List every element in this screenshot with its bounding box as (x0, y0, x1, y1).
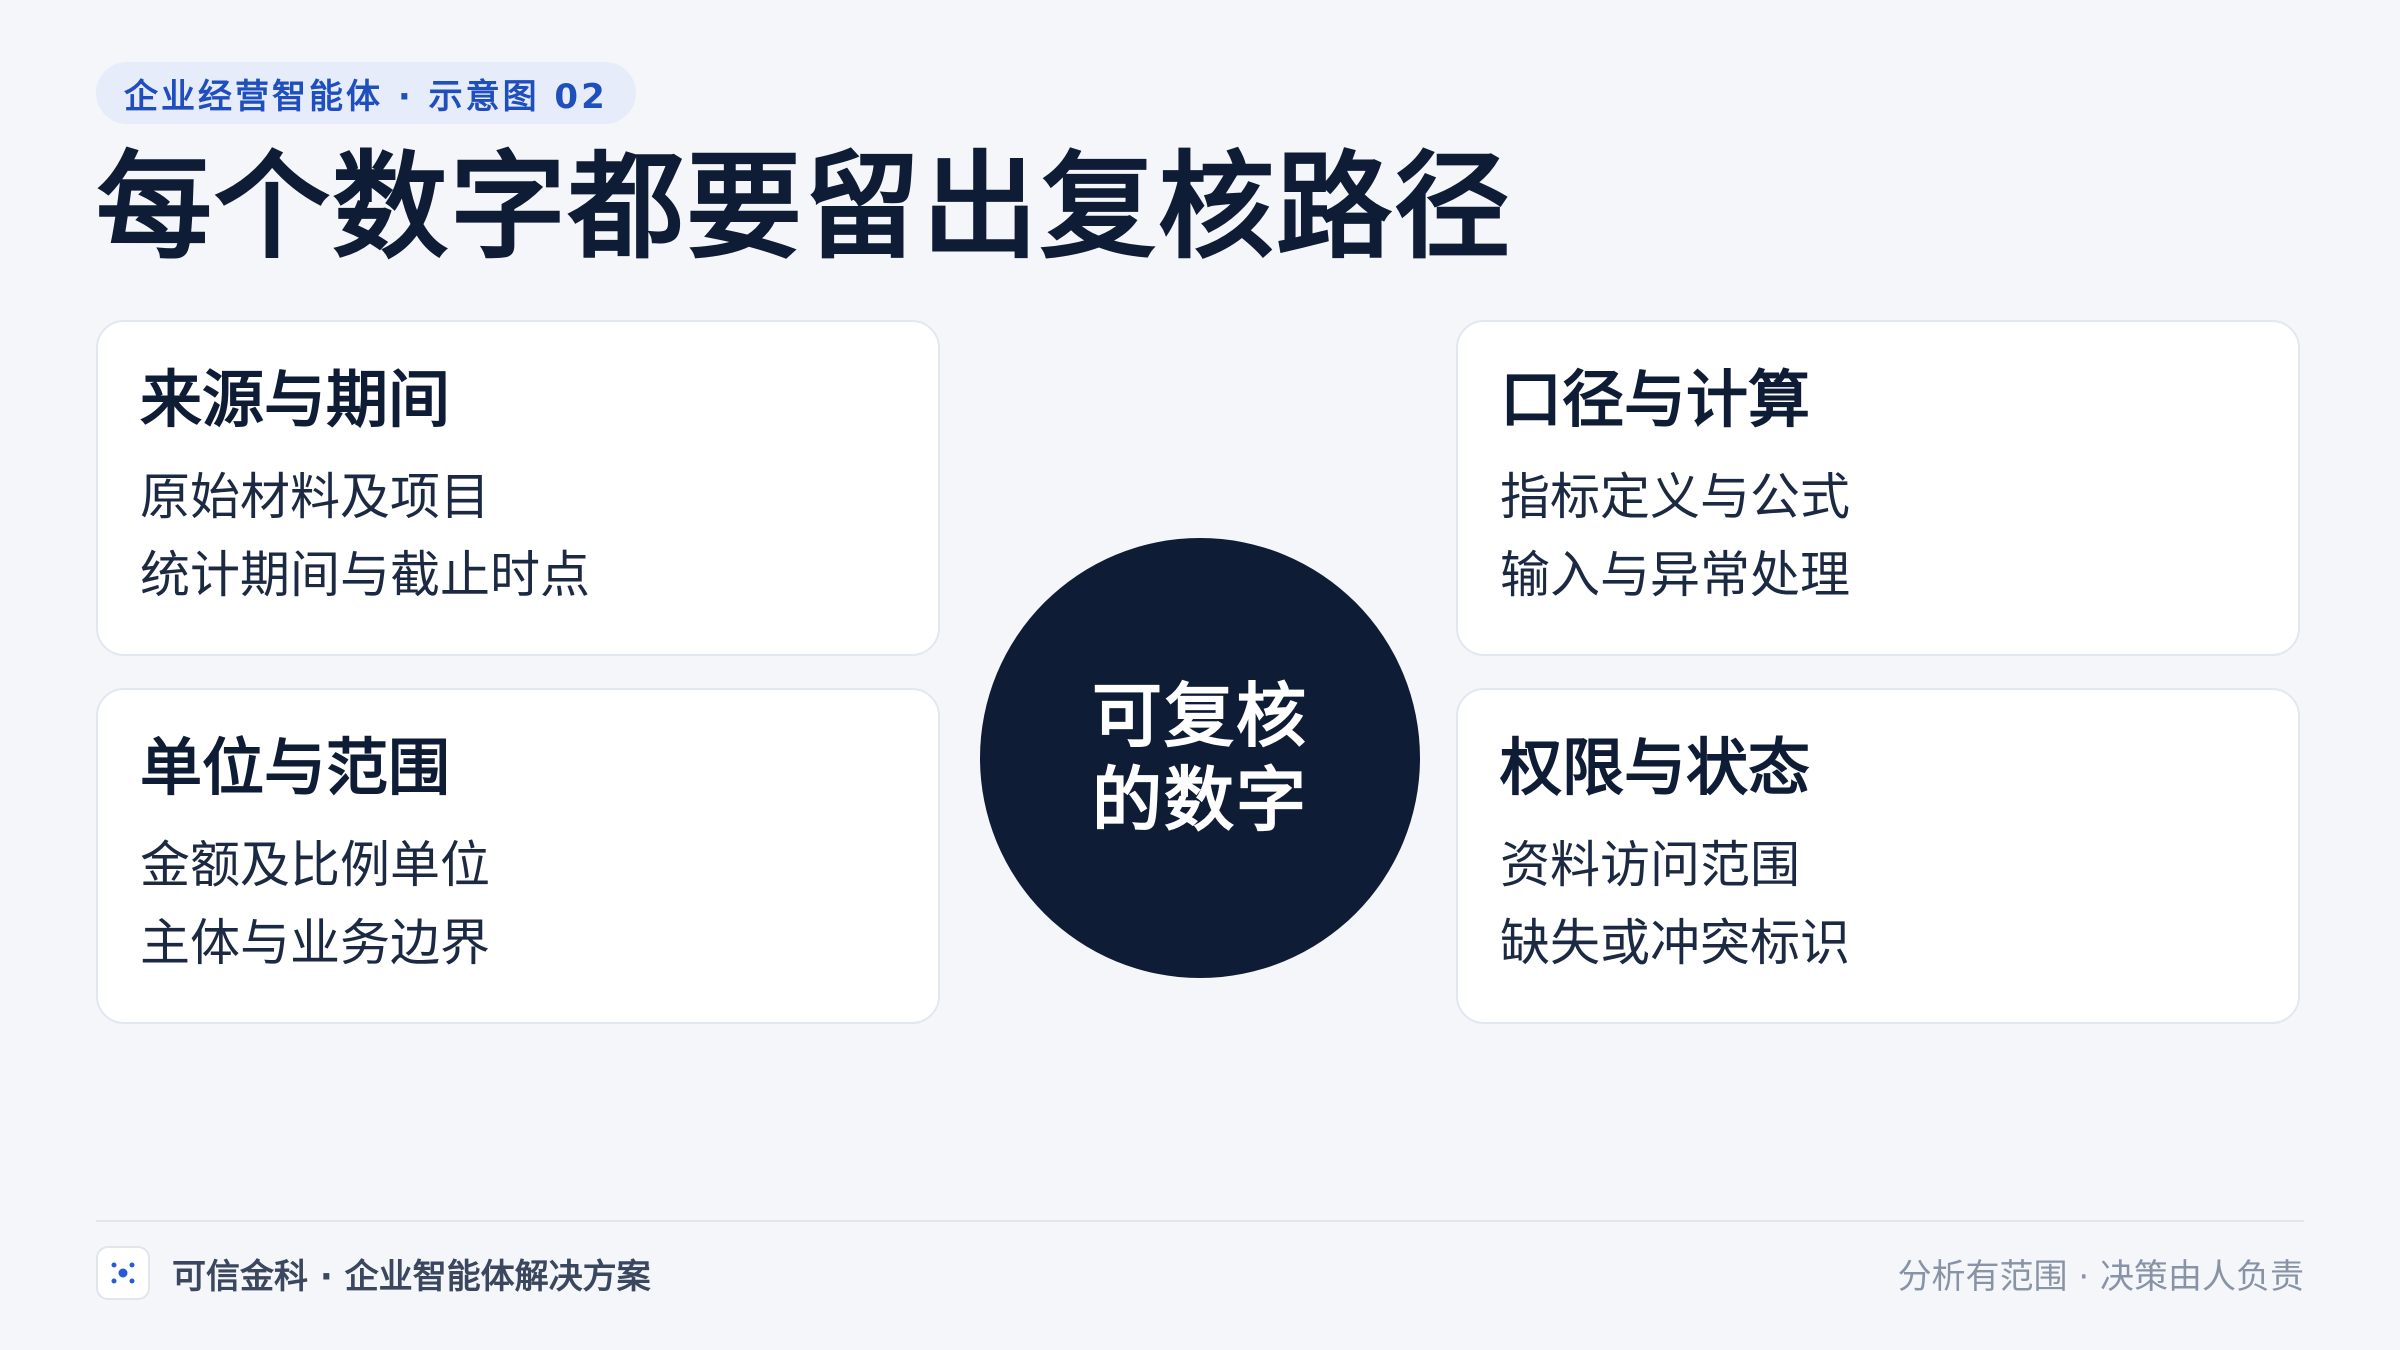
hub-label-line-2: 的数字 (1092, 759, 1308, 841)
card-unit-scope: 单位与范围 金额及比例单位 主体与业务边界 (96, 688, 940, 1024)
page-title: 每个数字都要留出复核路径 (96, 140, 1512, 275)
card-line: 缺失或冲突标识 (1500, 914, 1850, 972)
card-line: 统计期间与截止时点 (140, 546, 590, 604)
network-dots-icon (96, 1246, 150, 1300)
card-source-period: 来源与期间 原始材料及项目 统计期间与截止时点 (96, 320, 940, 656)
hub-label-line-1: 可复核 (1092, 675, 1308, 757)
card-title: 单位与范围 (140, 731, 451, 804)
card-definition-calculation: 口径与计算 指标定义与公式 输入与异常处理 (1456, 320, 2300, 656)
card-line: 输入与异常处理 (1500, 546, 1850, 604)
card-line: 指标定义与公式 (1500, 468, 1850, 526)
card-title: 口径与计算 (1500, 363, 1811, 436)
footer-brand: 可信金科 · 企业智能体解决方案 (172, 1256, 651, 1297)
card-line: 主体与业务边界 (140, 914, 490, 972)
card-line: 资料访问范围 (1500, 836, 1800, 894)
header-badge: 企业经营智能体 · 示意图 02 (96, 62, 636, 124)
card-line: 金额及比例单位 (140, 836, 490, 894)
card-permission-status: 权限与状态 资料访问范围 缺失或冲突标识 (1456, 688, 2300, 1024)
card-title: 来源与期间 (140, 363, 451, 436)
card-line: 原始材料及项目 (140, 468, 490, 526)
footer-tagline: 分析有范围 · 决策由人负责 (1897, 1256, 2304, 1297)
footer-divider (96, 1220, 2304, 1222)
center-hub-circle: 可复核 的数字 (980, 538, 1420, 978)
card-title: 权限与状态 (1500, 731, 1811, 804)
